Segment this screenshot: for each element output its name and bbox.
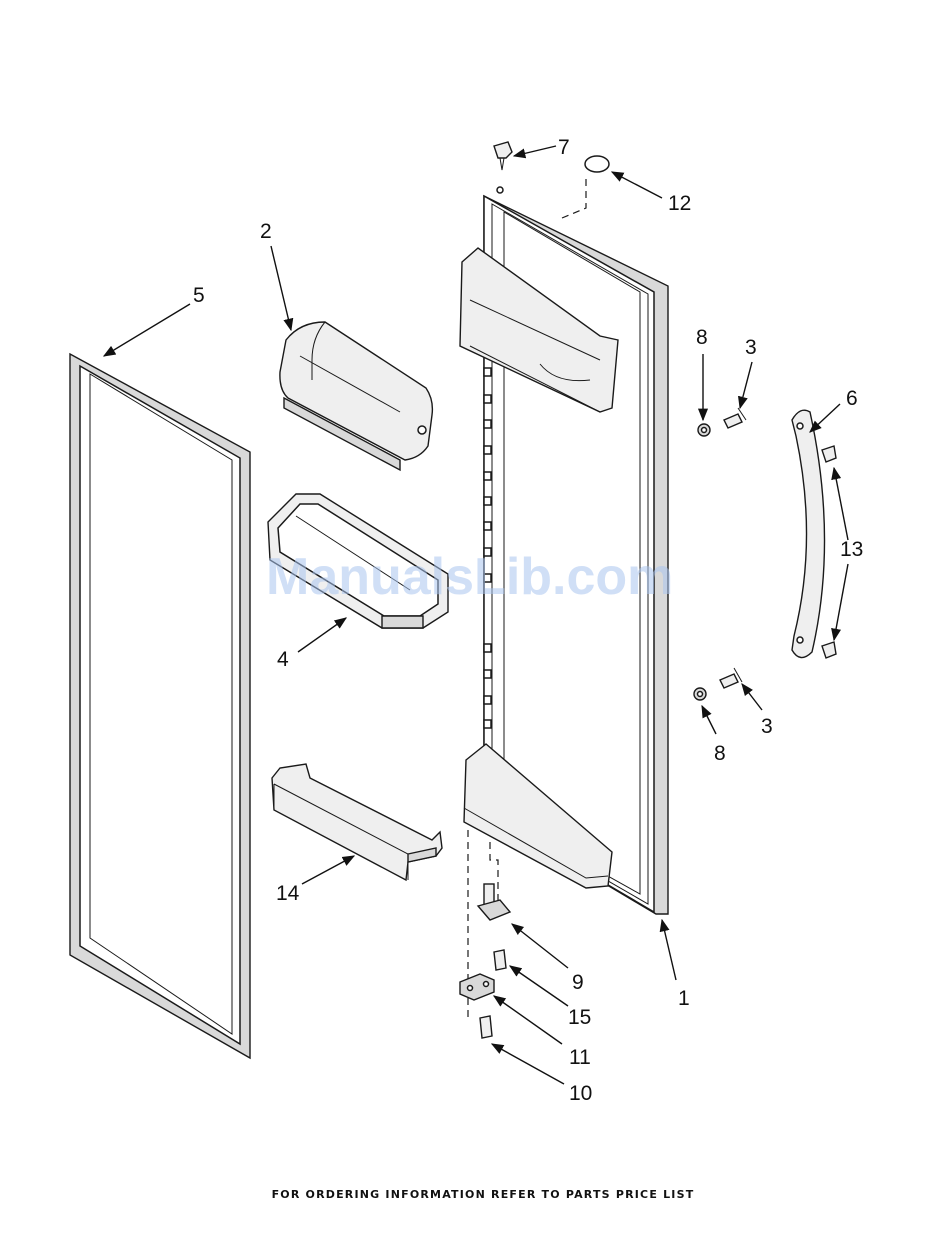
handle-screw-bottom <box>822 642 836 658</box>
callout-14: 14 <box>276 882 300 905</box>
watermark: ManualsLib.com <box>266 548 673 606</box>
bracket-screw-part <box>480 1016 492 1038</box>
callout-5: 5 <box>193 284 205 307</box>
callout-3-upper: 3 <box>745 336 757 359</box>
callout-13: 13 <box>840 538 863 561</box>
callout-3-lower: 3 <box>761 715 773 738</box>
callout-8-lower: 8 <box>714 742 726 765</box>
hinge-screw-part <box>494 950 506 970</box>
door-gasket-part <box>70 354 250 1058</box>
bin-trim-part <box>272 764 442 880</box>
callout-8-upper: 8 <box>696 326 708 349</box>
callout-12: 12 <box>668 192 691 215</box>
callout-7: 7 <box>558 136 570 159</box>
hinge-bracket-part <box>460 974 494 1000</box>
footer-note: FOR ORDERING INFORMATION REFER TO PARTS … <box>272 1188 695 1201</box>
plug-part <box>585 156 609 172</box>
callout-2: 2 <box>260 220 272 243</box>
dairy-door-part <box>280 322 433 470</box>
callout-6: 6 <box>846 387 858 410</box>
callout-10: 10 <box>569 1082 592 1105</box>
handle-screw-top <box>822 446 836 462</box>
hinge-pin-part <box>494 142 512 193</box>
callout-4: 4 <box>277 648 289 671</box>
door-handle-part <box>792 410 825 657</box>
lower-hinge-part <box>478 884 510 920</box>
handle-screw-upper <box>698 408 746 436</box>
handle-screw-lower <box>694 668 742 700</box>
callout-11: 11 <box>569 1046 591 1069</box>
callout-1: 1 <box>678 987 690 1010</box>
callout-9: 9 <box>572 971 584 994</box>
callout-15: 15 <box>568 1006 591 1029</box>
